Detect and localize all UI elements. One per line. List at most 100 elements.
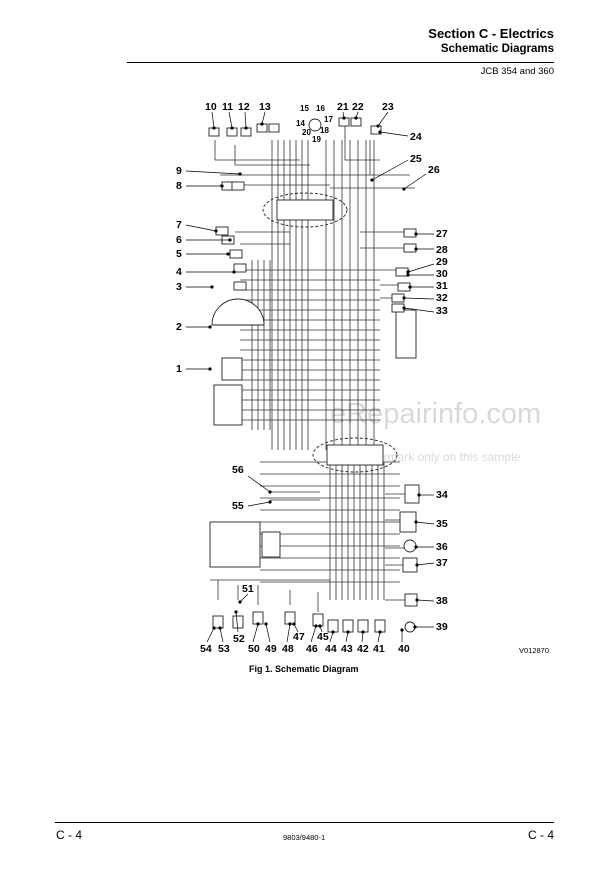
- connector-plug: [233, 263, 247, 273]
- leader-dot: [331, 630, 335, 634]
- leader-line: [206, 627, 215, 643]
- callout-23: 23: [382, 101, 394, 113]
- leader-line: [185, 170, 241, 175]
- drawing-code: V012870: [519, 646, 550, 655]
- leader-dot: [415, 598, 419, 602]
- document-number: 9803/9480-1: [283, 833, 326, 842]
- callout-39: 39: [436, 621, 448, 633]
- leader-dot: [260, 122, 264, 126]
- callout-49: 49: [265, 643, 277, 655]
- leader-dot: [238, 600, 242, 604]
- callout-29: 29: [436, 256, 448, 268]
- leader-dot: [212, 626, 216, 630]
- leader-dot: [414, 545, 418, 549]
- callout-27: 27: [436, 228, 448, 240]
- callout-20: 20: [302, 128, 311, 137]
- leader-dot: [318, 624, 322, 628]
- leader-line: [244, 111, 247, 129]
- leader-line: [247, 475, 271, 493]
- leader-line: [415, 521, 435, 525]
- callout-48: 48: [282, 643, 294, 655]
- connector-plug: [395, 267, 409, 277]
- leader-line: [286, 623, 291, 643]
- callout-34: 34: [436, 489, 448, 501]
- callout-8: 8: [176, 180, 182, 192]
- leader-line: [361, 631, 364, 643]
- leader-dot: [230, 126, 234, 130]
- callout-44: 44: [325, 643, 337, 655]
- connector-block: [276, 199, 334, 221]
- leader-line: [416, 562, 435, 566]
- callout-5: 5: [176, 248, 182, 260]
- callout-36: 36: [436, 541, 448, 553]
- connector-plug: [374, 619, 386, 633]
- leader-dot: [408, 285, 412, 289]
- leader-line: [379, 131, 409, 137]
- connector-plug: [397, 282, 411, 292]
- leader-line: [265, 623, 271, 643]
- footer-divider: [55, 822, 554, 823]
- callout-22: 22: [352, 101, 364, 113]
- connector-block: [261, 531, 281, 558]
- callout-leaders: [185, 111, 435, 643]
- connector-plug: [252, 611, 264, 625]
- callout-33: 33: [436, 305, 448, 317]
- connector-plug: [391, 303, 405, 313]
- callout-41: 41: [373, 643, 385, 655]
- leader-dot: [400, 628, 404, 632]
- connector-plug: [403, 228, 417, 238]
- leader-line: [377, 111, 389, 127]
- callout-2: 2: [176, 321, 182, 333]
- connector-plug: [391, 293, 405, 303]
- callout-45: 45: [317, 631, 329, 643]
- relay-block: [395, 309, 417, 359]
- leader-dot: [354, 116, 358, 120]
- leader-dot: [415, 563, 419, 567]
- leader-dot: [342, 116, 346, 120]
- callout-6: 6: [176, 234, 182, 246]
- callout-25: 25: [410, 153, 422, 165]
- leader-dot: [413, 625, 417, 629]
- connector-plug: [212, 615, 224, 629]
- component-36: [403, 539, 417, 553]
- leader-dot: [288, 622, 292, 626]
- main-connector-upper: [262, 192, 348, 228]
- model-label: JCB 354 and 360: [480, 66, 554, 77]
- wire-branch: [214, 140, 300, 161]
- connector-plug: [357, 619, 369, 633]
- callout-52: 52: [233, 633, 245, 645]
- main-connector-lower: [312, 437, 398, 473]
- connector-plug: [312, 613, 324, 627]
- leader-dot: [214, 229, 218, 233]
- figure-caption: Fig 1. Schematic Diagram: [249, 664, 359, 674]
- callout-1: 1: [176, 363, 182, 375]
- terminal-block: [209, 521, 261, 568]
- leader-dot: [378, 130, 382, 134]
- callout-35: 35: [436, 518, 448, 530]
- leader-dot: [402, 306, 406, 310]
- callout-16: 16: [316, 104, 325, 113]
- component-34: [404, 484, 420, 504]
- callout-30: 30: [436, 268, 448, 280]
- callout-31: 31: [436, 280, 448, 292]
- connector-plug: [229, 249, 243, 259]
- component-1: [221, 357, 243, 381]
- leader-dot: [292, 622, 296, 626]
- leader-line: [228, 111, 233, 129]
- callout-50: 50: [248, 643, 260, 655]
- callout-3: 3: [176, 281, 182, 293]
- callout-4: 4: [176, 266, 182, 278]
- connector-plug: [231, 181, 245, 191]
- callout-15: 15: [300, 104, 309, 113]
- leader-line: [377, 631, 381, 643]
- leader-line: [416, 599, 435, 602]
- connector-plug: [342, 619, 354, 633]
- section-title: Section C - Electrics: [428, 26, 554, 41]
- leader-dot: [378, 630, 382, 634]
- leader-line: [235, 611, 239, 633]
- leader-line: [345, 631, 349, 643]
- callout-55: 55: [232, 500, 244, 512]
- connector-plug: [215, 226, 229, 236]
- leader-dot: [220, 184, 224, 188]
